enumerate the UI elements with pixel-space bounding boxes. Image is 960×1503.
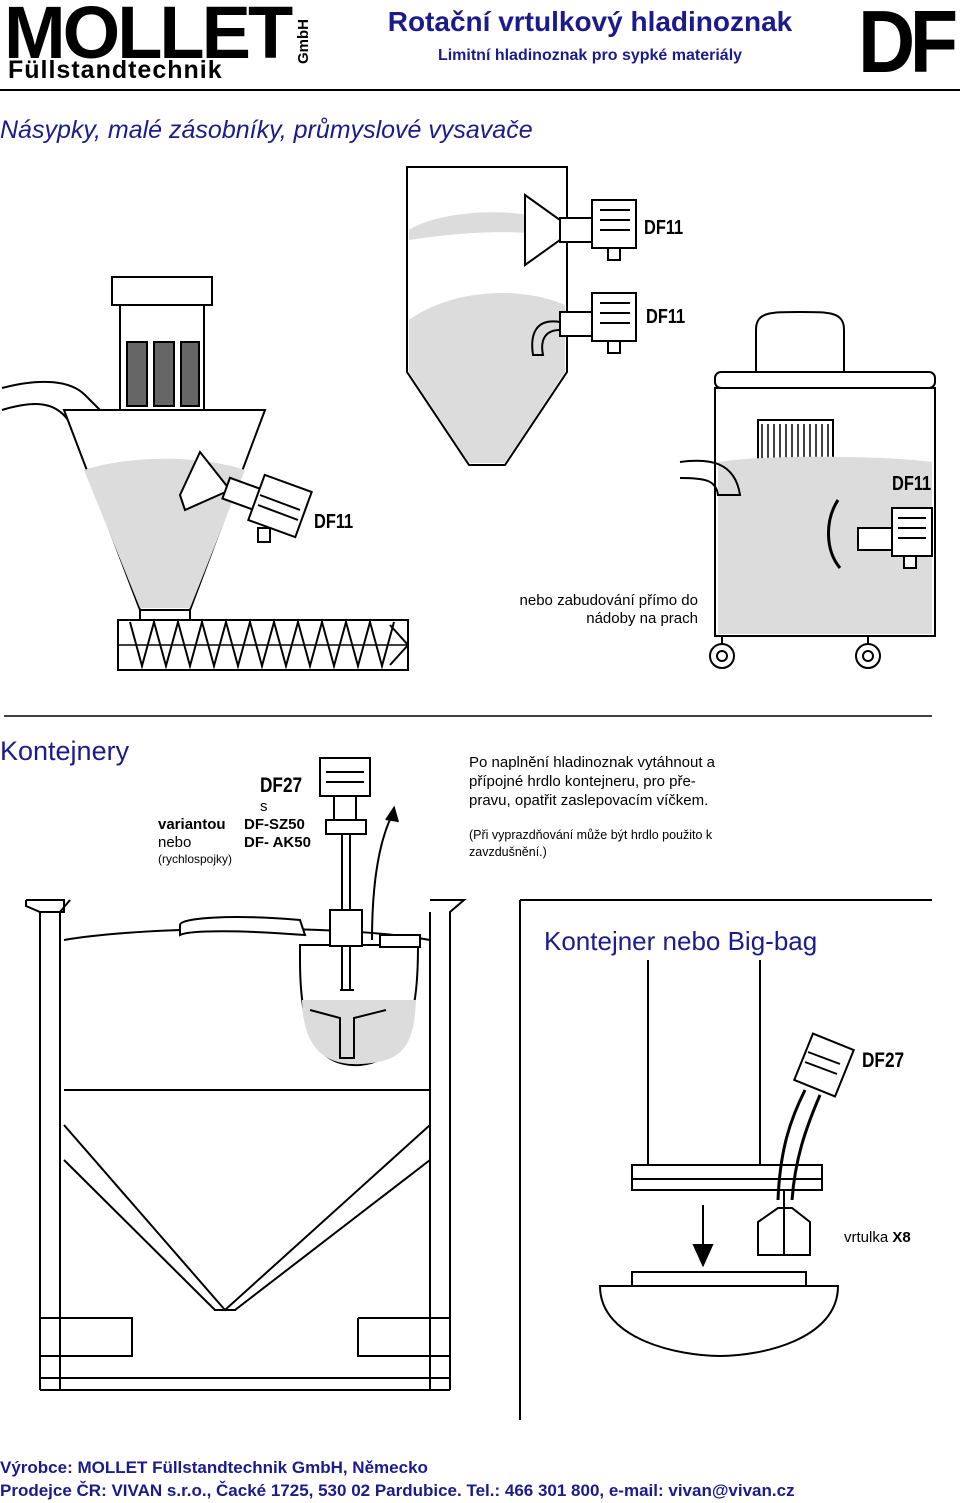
page-subtitle: Limitní hladinoznak pro sypké materiály bbox=[437, 47, 743, 64]
hopper-note-line1: nebo zabudování přímo do bbox=[519, 592, 698, 609]
container-instructions-line2: přípojné hrdlo kontejneru, pro pře- bbox=[469, 773, 696, 790]
vrtulka-x8: X8 bbox=[892, 1229, 911, 1246]
container-note-line1: (Při vyprazdňování může být hrdlo použit… bbox=[469, 828, 713, 842]
container-illustration bbox=[25, 757, 467, 1391]
variant-df-ak50: DF- AK50 bbox=[244, 834, 311, 851]
variant-rychlospojky: (rychlospojky) bbox=[158, 852, 233, 866]
badge-df: DF bbox=[858, 0, 958, 91]
hopper-illustration bbox=[1, 276, 410, 671]
vacuum-illustration bbox=[679, 311, 936, 669]
hopper-note-line2: nádoby na prach bbox=[586, 610, 698, 627]
variant-nebo: nebo bbox=[158, 834, 192, 851]
page-title: Rotační vrtulkový hladinoznak bbox=[387, 6, 793, 37]
bigbag-title: Kontejner nebo Big-bag bbox=[544, 926, 818, 956]
header-rule bbox=[0, 89, 960, 91]
hopper-df11-label: DF11 bbox=[314, 509, 353, 532]
silo-illustration bbox=[406, 166, 637, 466]
variant-label: variantou bbox=[158, 816, 226, 833]
logo-sub: Füllstandtechnik bbox=[8, 56, 223, 84]
section-heading-hoppers: Násypky, malé zásobníky, průmyslové vysa… bbox=[0, 116, 533, 144]
footer-manufacturer: Výrobce: MOLLET Füllstandtechnik GmbH, N… bbox=[0, 1458, 428, 1477]
footer-dealer: Prodejce ČR: VIVAN s.r.o., Čacké 1725, 5… bbox=[0, 1481, 795, 1500]
logo-main: MOLLET bbox=[4, 0, 293, 74]
container-instructions-line3: pravu, opatřit zaslepovacím víčkem. bbox=[469, 792, 709, 809]
section-heading-containers: Kontejnery bbox=[0, 736, 130, 766]
vacuum-df11-label: DF11 bbox=[892, 471, 931, 494]
vrtulka-label: vrtulka X8 bbox=[844, 1229, 911, 1246]
container-df27-label: DF27 bbox=[260, 774, 303, 797]
vrtulka-text: vrtulka bbox=[844, 1229, 889, 1246]
bigbag-df27-label: DF27 bbox=[862, 1049, 905, 1072]
variant-df-sz50: DF-SZ50 bbox=[244, 816, 305, 833]
container-note-line2: zavzdušnění.) bbox=[469, 845, 547, 859]
container-instructions-line1: Po naplnění hladinoznak vytáhnout a bbox=[469, 754, 716, 771]
bigbag-illustration bbox=[519, 899, 932, 1420]
silo-top-df11-label: DF11 bbox=[644, 215, 683, 238]
silo-bottom-df11-label: DF11 bbox=[646, 304, 685, 327]
variant-s: s bbox=[260, 798, 268, 815]
